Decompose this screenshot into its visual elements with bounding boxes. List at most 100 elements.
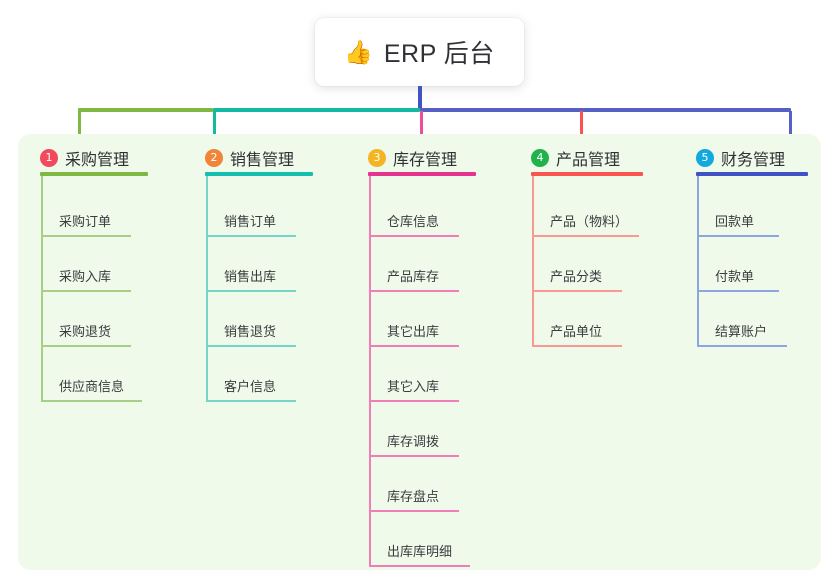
branch-item-label: 结算账户 xyxy=(715,324,768,339)
branch-title-3: 库存管理 xyxy=(393,152,458,169)
branch-trunk-4 xyxy=(532,176,534,345)
branch-item[interactable]: 采购入库 xyxy=(41,237,131,292)
branch-underline-2 xyxy=(205,172,313,176)
branch-item-label: 付款单 xyxy=(715,269,755,284)
branch-item-label: 采购订单 xyxy=(59,214,112,229)
branch-underline-5 xyxy=(696,172,808,176)
branch-item-underline xyxy=(369,345,459,347)
branch-item-label: 回款单 xyxy=(715,214,755,229)
branch-trunk-5 xyxy=(697,176,699,345)
drop-connector-5 xyxy=(789,111,792,145)
drop-connector-4 xyxy=(580,111,583,145)
branch-item[interactable]: 产品库存 xyxy=(369,237,459,292)
branch-item-underline xyxy=(697,235,779,237)
branch-item-label: 销售订单 xyxy=(224,214,277,229)
branch-item-underline xyxy=(369,510,459,512)
branch-item-underline xyxy=(41,345,131,347)
branch-item-underline xyxy=(369,455,459,457)
branch-title-4: 产品管理 xyxy=(556,152,621,169)
branch-item-underline xyxy=(369,565,470,567)
branch-item[interactable]: 库存盘点 xyxy=(369,457,459,512)
branch-item-underline xyxy=(532,235,639,237)
branch-item[interactable]: 客户信息 xyxy=(206,347,296,402)
branch-badge-5: 5 xyxy=(696,149,714,167)
branch-trunk-3 xyxy=(369,176,371,565)
drop-connector-3 xyxy=(420,111,423,145)
branch-item-label: 产品单位 xyxy=(550,324,603,339)
branch-item-label: 产品（物料） xyxy=(550,214,629,229)
drop-connector-1 xyxy=(78,111,81,146)
branch-item-underline xyxy=(41,400,142,402)
branch-underline-4 xyxy=(531,172,643,176)
branch-item-label: 仓库信息 xyxy=(387,214,440,229)
branch-item[interactable]: 结算账户 xyxy=(697,292,787,347)
branch-item[interactable]: 付款单 xyxy=(697,237,779,292)
connector-purple-segment xyxy=(420,108,791,112)
branch-item-label: 产品分类 xyxy=(550,269,603,284)
branch-item[interactable]: 其它出库 xyxy=(369,292,459,347)
branch-item-label: 其它出库 xyxy=(387,324,440,339)
branch-badge-4: 4 xyxy=(531,149,549,167)
branch-underline-1 xyxy=(40,172,148,176)
branch-item[interactable]: 仓库信息 xyxy=(369,182,459,237)
branch-item[interactable]: 其它入库 xyxy=(369,347,459,402)
branch-item[interactable]: 库存调拨 xyxy=(369,402,459,457)
root-node-content: 👍 ERP 后台 xyxy=(344,34,495,70)
branch-header-5[interactable]: 5 财务管理 xyxy=(696,146,785,170)
branch-item-label: 其它入库 xyxy=(387,379,440,394)
branch-item-label: 客户信息 xyxy=(224,379,277,394)
branch-header-2[interactable]: 2 销售管理 xyxy=(205,146,294,170)
branch-header-3[interactable]: 3 库存管理 xyxy=(368,146,457,170)
branch-title-5: 财务管理 xyxy=(721,152,786,169)
branch-badge-1: 1 xyxy=(40,149,58,167)
branch-item[interactable]: 产品分类 xyxy=(532,237,622,292)
branch-item[interactable]: 销售订单 xyxy=(206,182,296,237)
root-stem-connector xyxy=(418,86,422,111)
branch-trunk-2 xyxy=(206,176,208,400)
connector-green-segment xyxy=(78,108,213,112)
branch-header-4[interactable]: 4 产品管理 xyxy=(531,146,620,170)
branch-title-1: 采购管理 xyxy=(65,152,130,169)
branch-header-1[interactable]: 1 采购管理 xyxy=(40,146,129,170)
branch-item-underline xyxy=(206,400,296,402)
branch-item[interactable]: 供应商信息 xyxy=(41,347,142,402)
branch-item[interactable]: 产品单位 xyxy=(532,292,622,347)
branch-item[interactable]: 回款单 xyxy=(697,182,779,237)
branch-item[interactable]: 销售出库 xyxy=(206,237,296,292)
branch-item[interactable]: 销售退货 xyxy=(206,292,296,347)
thumbs-up-icon: 👍 xyxy=(344,38,373,65)
branch-item-underline xyxy=(369,400,459,402)
branch-item[interactable]: 采购退货 xyxy=(41,292,131,347)
branches-panel: 1 采购管理采购订单采购入库采购退货供应商信息 2 销售管理销售订单销售出库销售退货客… xyxy=(18,134,821,570)
connector-teal-segment xyxy=(213,108,420,112)
branch-item-label: 采购入库 xyxy=(59,269,112,284)
branch-item-underline xyxy=(532,345,622,347)
branch-item[interactable]: 采购订单 xyxy=(41,182,131,237)
branch-item-underline xyxy=(697,345,787,347)
branch-item-label: 采购退货 xyxy=(59,324,112,339)
branch-item-underline xyxy=(206,345,296,347)
branch-item-label: 出库库明细 xyxy=(387,544,453,559)
branch-item[interactable]: 产品（物料） xyxy=(532,182,639,237)
drop-connector-2 xyxy=(213,111,216,146)
branch-item-label: 供应商信息 xyxy=(59,379,125,394)
branch-item-label: 库存盘点 xyxy=(387,489,440,504)
branch-item-underline xyxy=(206,235,296,237)
root-node-title: ERP 后台 xyxy=(383,40,495,68)
branch-badge-3: 3 xyxy=(368,149,386,167)
branch-item-label: 库存调拨 xyxy=(387,434,440,449)
branch-underline-3 xyxy=(368,172,476,176)
branch-title-2: 销售管理 xyxy=(230,152,295,169)
branch-trunk-1 xyxy=(41,176,43,400)
branch-item-label: 销售退货 xyxy=(224,324,277,339)
branch-item-underline xyxy=(206,290,296,292)
branch-item-underline xyxy=(41,290,131,292)
branch-item-underline xyxy=(41,235,131,237)
branch-item-underline xyxy=(369,290,459,292)
branch-badge-2: 2 xyxy=(205,149,223,167)
branch-item-label: 产品库存 xyxy=(387,269,440,284)
branch-item[interactable]: 出库库明细 xyxy=(369,512,470,567)
root-node-card[interactable]: 👍 ERP 后台 xyxy=(315,18,524,86)
branch-item-underline xyxy=(369,235,459,237)
